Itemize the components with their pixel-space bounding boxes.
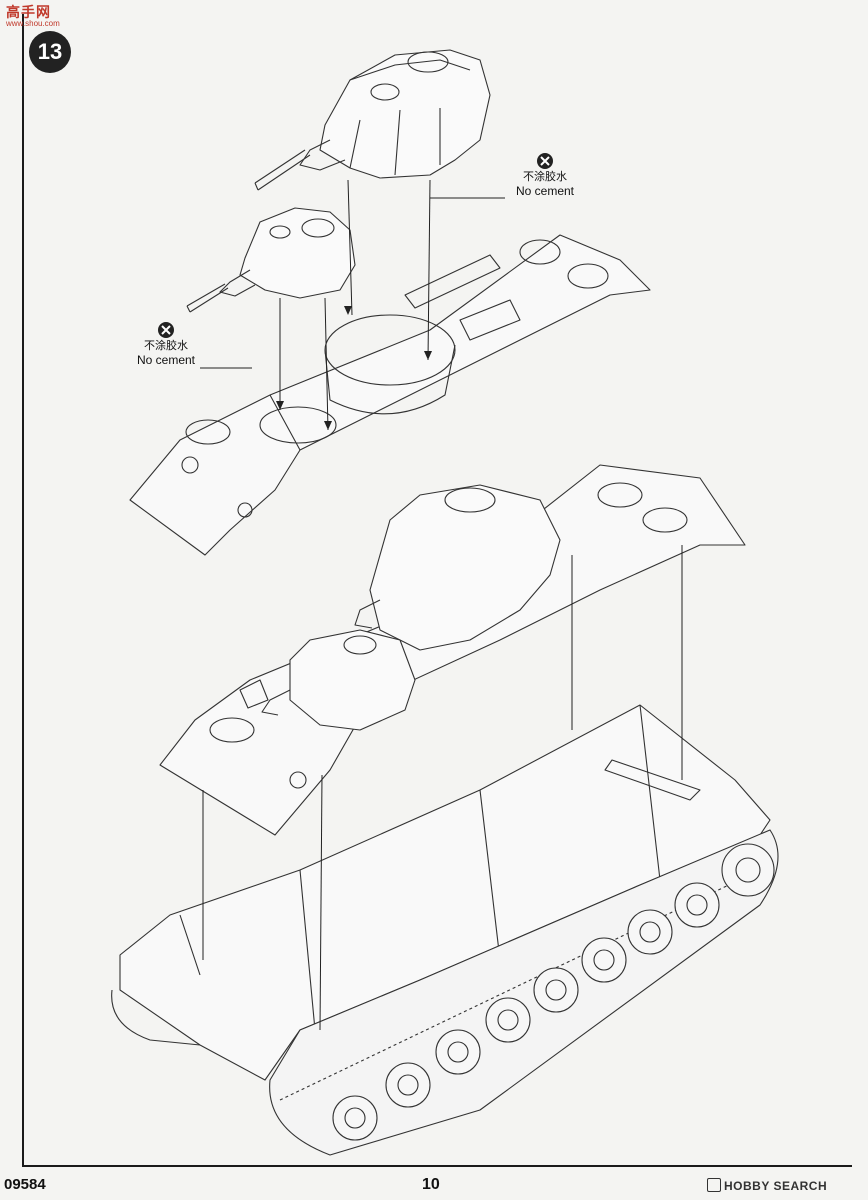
upper-hull-assembled (159, 464, 746, 836)
small-turret-exploded (186, 207, 356, 313)
brand-text: HOBBY SEARCH (724, 1179, 828, 1193)
no-cement-cjk-label: 不涂胶水 (144, 340, 188, 352)
no-cement-en-label: No cement (515, 184, 575, 198)
no-cement-en-label: No cement (136, 353, 196, 367)
upper-hull-deck-exploded (129, 234, 651, 556)
product-code: 09584 (4, 1176, 46, 1193)
no-cement-note-small-turret: 不涂胶水 No cement (128, 322, 204, 367)
lower-hull-tracks (111, 704, 779, 1156)
no-cement-cjk-label: 不涂胶水 (523, 171, 567, 183)
page-frame-left (22, 14, 24, 1166)
no-cement-note-turret: 不涂胶水 No cement (507, 153, 583, 198)
large-turret-exploded (254, 49, 491, 191)
brand-watermark: HOBBY SEARCH (707, 1178, 827, 1193)
watermark-url: www.shou.com (6, 19, 60, 28)
hobbysearch-logo-icon (707, 1178, 721, 1192)
page-number: 10 (422, 1176, 440, 1193)
site-watermark: 高手网 www.shou.com (2, 2, 78, 32)
watermark-text: 高手网 (6, 4, 51, 20)
no-cement-icon (158, 322, 174, 338)
no-cement-icon (537, 153, 553, 169)
step-number-badge: 13 (29, 31, 71, 73)
page-frame-bottom (22, 1165, 852, 1167)
